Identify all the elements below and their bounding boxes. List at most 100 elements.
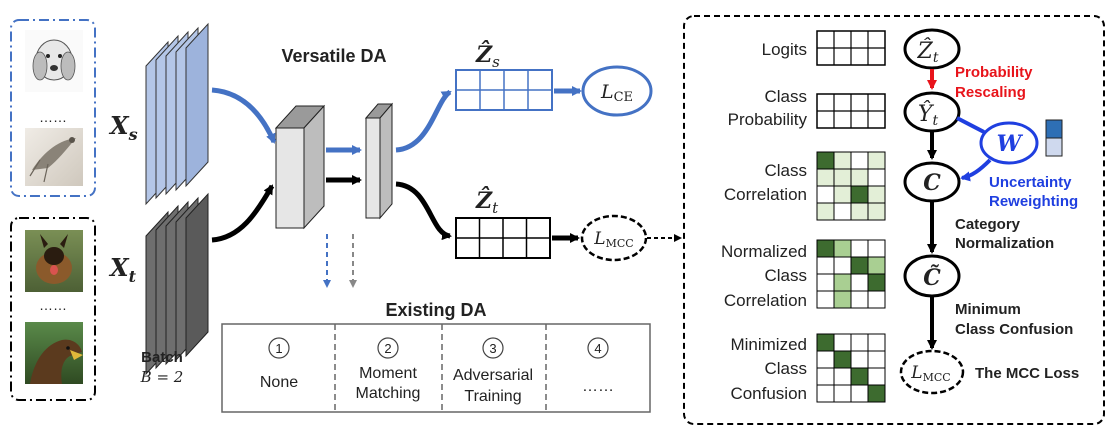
row-class-probability-label-2: Probability [728,110,808,129]
class-correlation-cell [867,185,886,204]
panel-lmcc-label: LMCC [910,363,950,384]
minimized-confusion-cell [833,367,852,386]
weight-bars-icon [1045,119,1063,157]
source-dog-image [25,30,83,92]
yt-node-label: Ŷt [918,100,939,129]
normalized-correlation-cell [850,290,869,309]
class-correlation-cell [833,185,852,204]
existing-da-box [221,323,651,413]
row-normalized-label-3: Correlation [724,291,807,310]
ctilde-node-label: C̃ [923,265,941,291]
svg-text:Moment: Moment [359,365,417,382]
minimized-confusion-cell [816,384,835,403]
lmcc-label: LMCC [593,229,633,250]
lmcc-node [580,214,648,262]
row-normalized-label-2: Class [764,266,807,285]
row-logits-label: Logits [762,40,807,59]
c-node-label: C [923,170,941,196]
row-minimized-label-2: Class [764,359,807,378]
svg-text:Matching: Matching [356,385,421,402]
minimized-confusion-cell [850,333,869,352]
minimized-confusion-cell [833,384,852,403]
panel-lmcc-node [899,349,965,395]
w-to-c-arrow [960,158,992,182]
normalized-correlation-cell [833,256,852,275]
minimized-confusion-cell [816,333,835,352]
normalized-correlation-cell [867,256,886,275]
normalized-correlation-cell [833,290,852,309]
class-correlation-cell [850,185,869,204]
row-class-probability-label-1: Class [764,87,807,106]
minimum-confusion-label-1: Minimum [955,301,1021,318]
mcc-loss-label: The MCC Loss [975,365,1079,382]
class-correlation-matrix [816,151,886,221]
lce-label: LCE [600,81,633,105]
class-correlation-cell [850,151,869,170]
normalized-correlation-cell [867,273,886,292]
w-node-label: W [997,131,1024,157]
normalized-correlation-cell [850,273,869,292]
row-class-correlation-label-1: Class [764,161,807,180]
minimized-confusion-cell [867,367,886,386]
batch-label: Batch [141,349,183,366]
xs-label: Xs [108,111,138,144]
row-normalized-label-1: Normalized [721,242,807,261]
zs-logits-grid [455,69,553,111]
bottleneck-block [364,102,394,220]
normalized-correlation-cell [816,239,835,258]
minimized-confusion-cell [850,367,869,386]
normalized-correlation-cell [833,273,852,292]
source-bird-image [25,128,83,186]
batch-size: B = 2 [140,368,184,386]
normalized-correlation-cell [850,239,869,258]
normalized-correlation-cell [867,239,886,258]
target-eagle-image [25,322,83,384]
existing-da-method-4: 4 …… [582,337,614,395]
target-feature-stack [145,192,209,376]
existing-da-method-2: 2 Moment Matching [356,337,421,402]
zt-node [903,28,961,70]
svg-text:2: 2 [384,341,391,356]
bottleneck-to-zt-arrow [395,181,452,241]
minimized-confusion-cell [833,333,852,352]
source-dots: …… [39,109,67,125]
class-correlation-cell [867,151,886,170]
minimized-confusion-cell [850,350,869,369]
svg-text:3: 3 [489,341,496,356]
normalized-correlation-cell [816,256,835,275]
svg-text:……: …… [582,378,614,395]
normalized-correlation-cell [833,239,852,258]
class-correlation-cell [833,202,852,221]
zt-node-label: Ẑt [917,37,939,66]
class-correlation-cell [850,168,869,187]
normalized-correlation-matrix [816,239,886,309]
normalized-correlation-cell [816,290,835,309]
uncertainty-label-1: Uncertainty [989,174,1072,191]
svg-text:Adversarial: Adversarial [453,367,533,384]
probability-rescaling-label-1: Probability [955,64,1033,81]
minimum-confusion-label-2: Class Confusion [955,321,1073,338]
minimized-confusion-matrix [816,333,886,403]
existing-da-method-3: 3 Adversarial Training [453,337,533,405]
class-correlation-cell [816,185,835,204]
minimized-confusion-cell [816,350,835,369]
minimized-confusion-cell [833,350,852,369]
svg-text:4: 4 [594,341,601,356]
class-correlation-cell [850,202,869,221]
class-correlation-cell [867,202,886,221]
class-correlation-cell [816,202,835,221]
source-feature-stack [145,22,209,206]
minimized-confusion-cell [850,384,869,403]
lce-node [581,65,653,117]
minimized-confusion-cell [867,333,886,352]
probability-rescaling-label-2: Rescaling [955,84,1026,101]
target-domain-panel: …… [10,217,96,401]
c-node [903,161,961,203]
mcc-panel [683,15,1105,425]
zt-logits-grid [455,217,551,259]
existing-da-title: Existing DA [385,300,486,320]
zs-label: Ẑs [475,40,500,71]
xt-to-backbone-arrow [211,184,275,243]
zt-label: Ẑt [475,186,499,217]
